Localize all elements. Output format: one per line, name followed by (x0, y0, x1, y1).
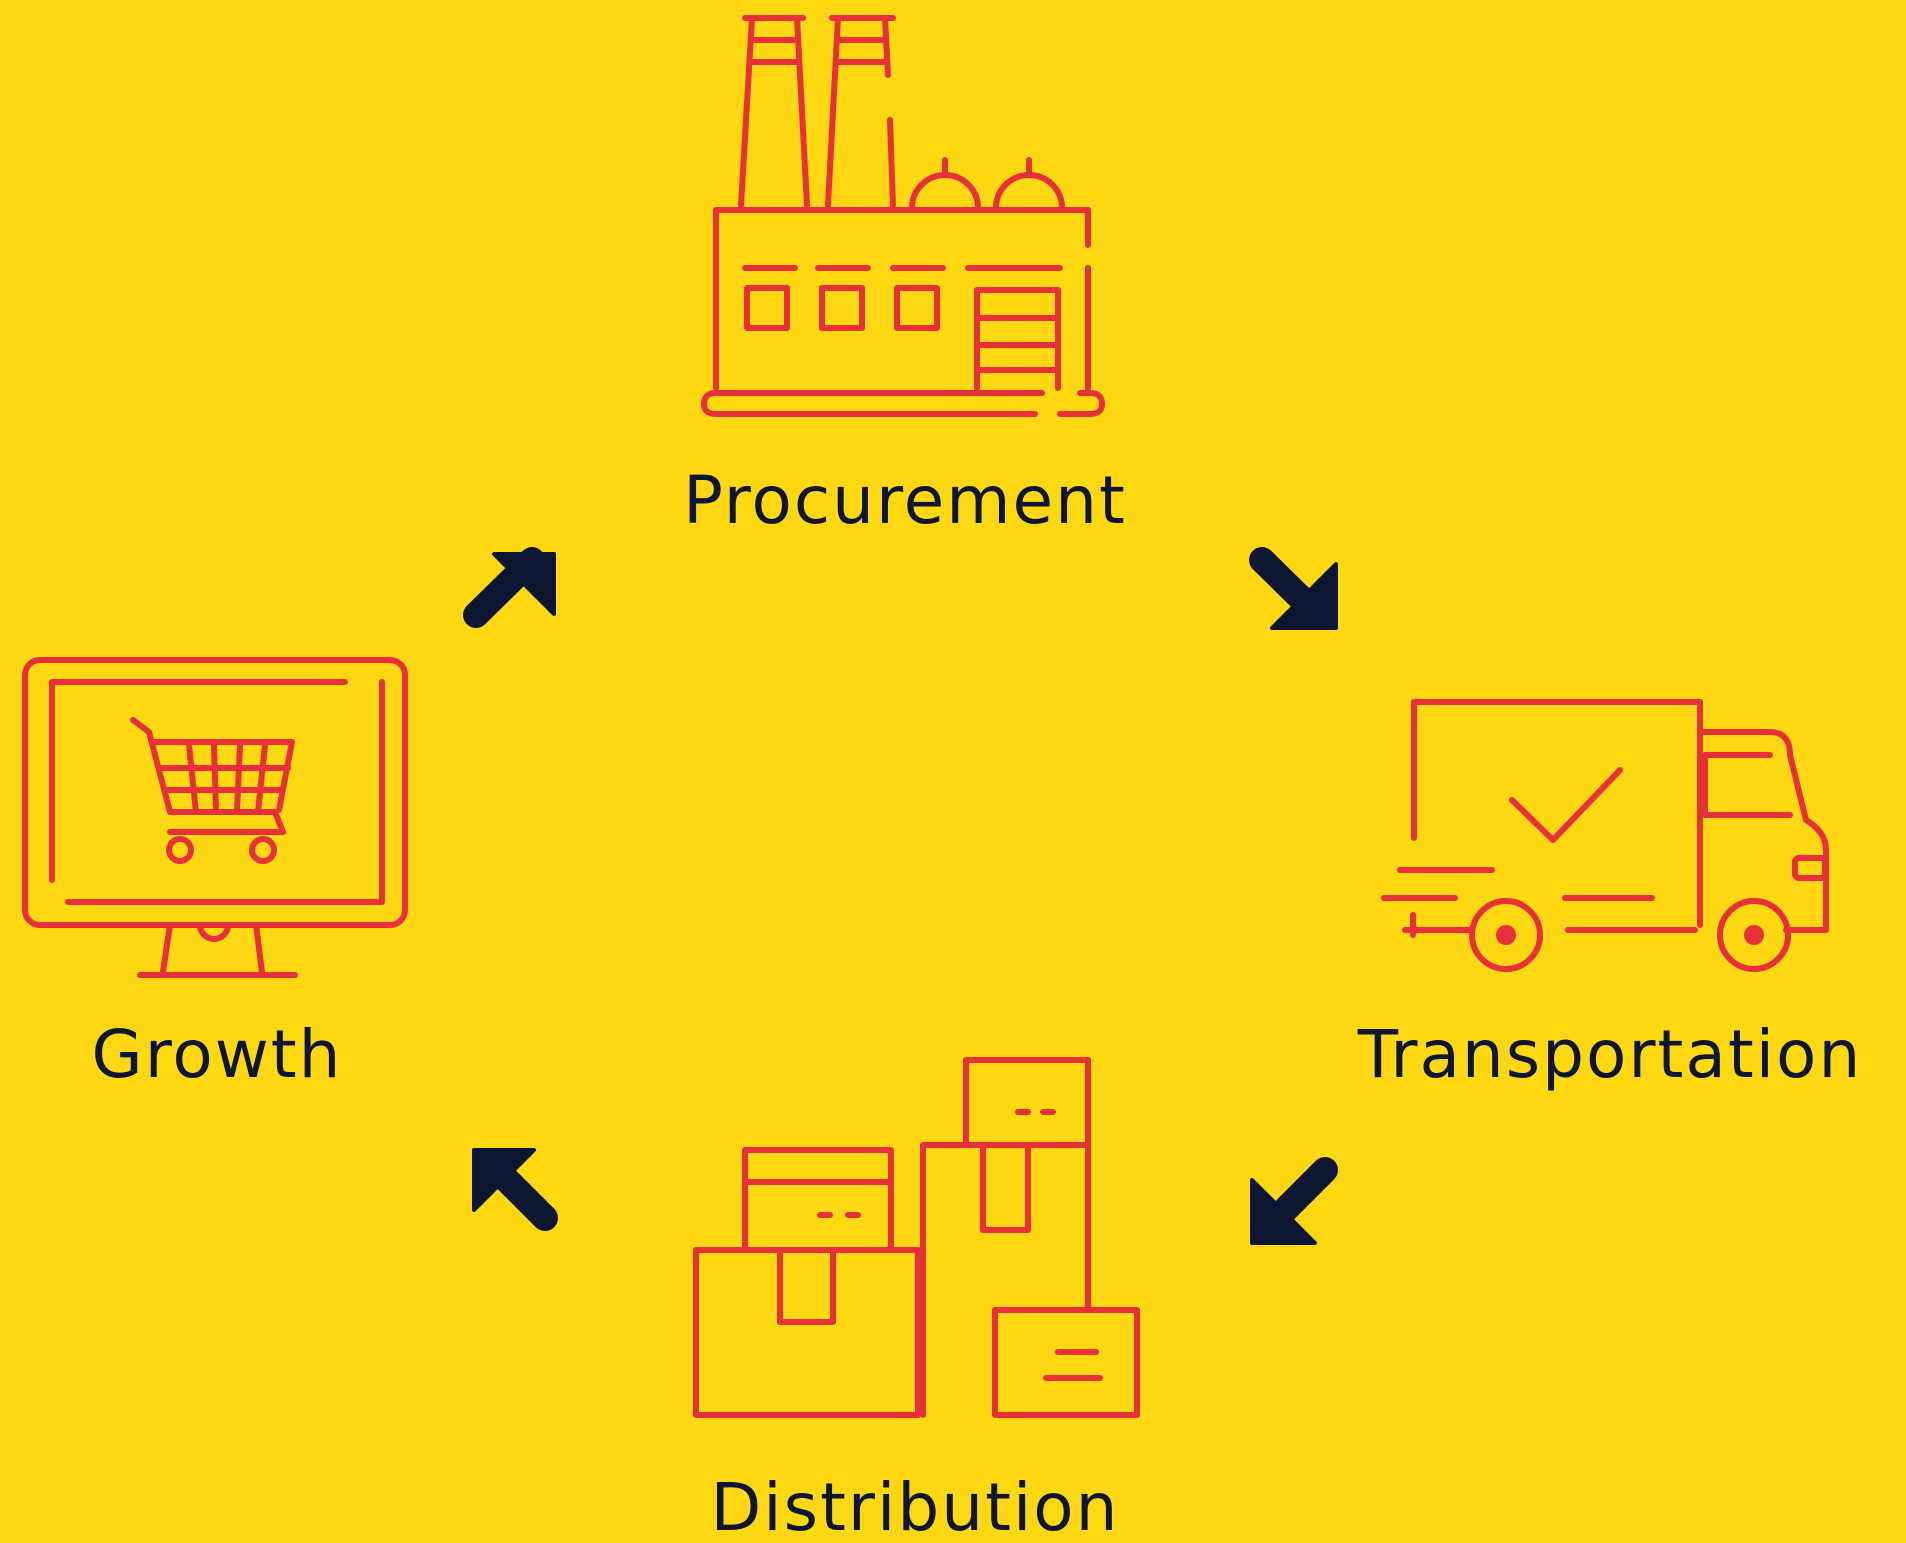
truck-front-hub (1744, 925, 1764, 945)
delivery-truck-icon (1381, 699, 1829, 972)
arrow-down-left (1250, 1157, 1338, 1245)
factory-icon (701, 15, 1105, 417)
stage-label-distribution: Distribution (710, 1469, 1119, 1543)
arrow-up-left (472, 1148, 558, 1231)
arrow-down-right (1249, 547, 1338, 630)
monitor-shopping-cart-icon (22, 657, 408, 978)
stacked-boxes-icon (693, 1057, 1140, 1418)
truck-rear-hub (1496, 925, 1516, 945)
cycle-arrows (463, 547, 1338, 1245)
arrow-up-right (463, 547, 556, 628)
stage-label-growth: Growth (92, 1016, 343, 1093)
stage-label-transportation: Transportation (1357, 1016, 1863, 1093)
stage-label-procurement: Procurement (683, 462, 1127, 539)
